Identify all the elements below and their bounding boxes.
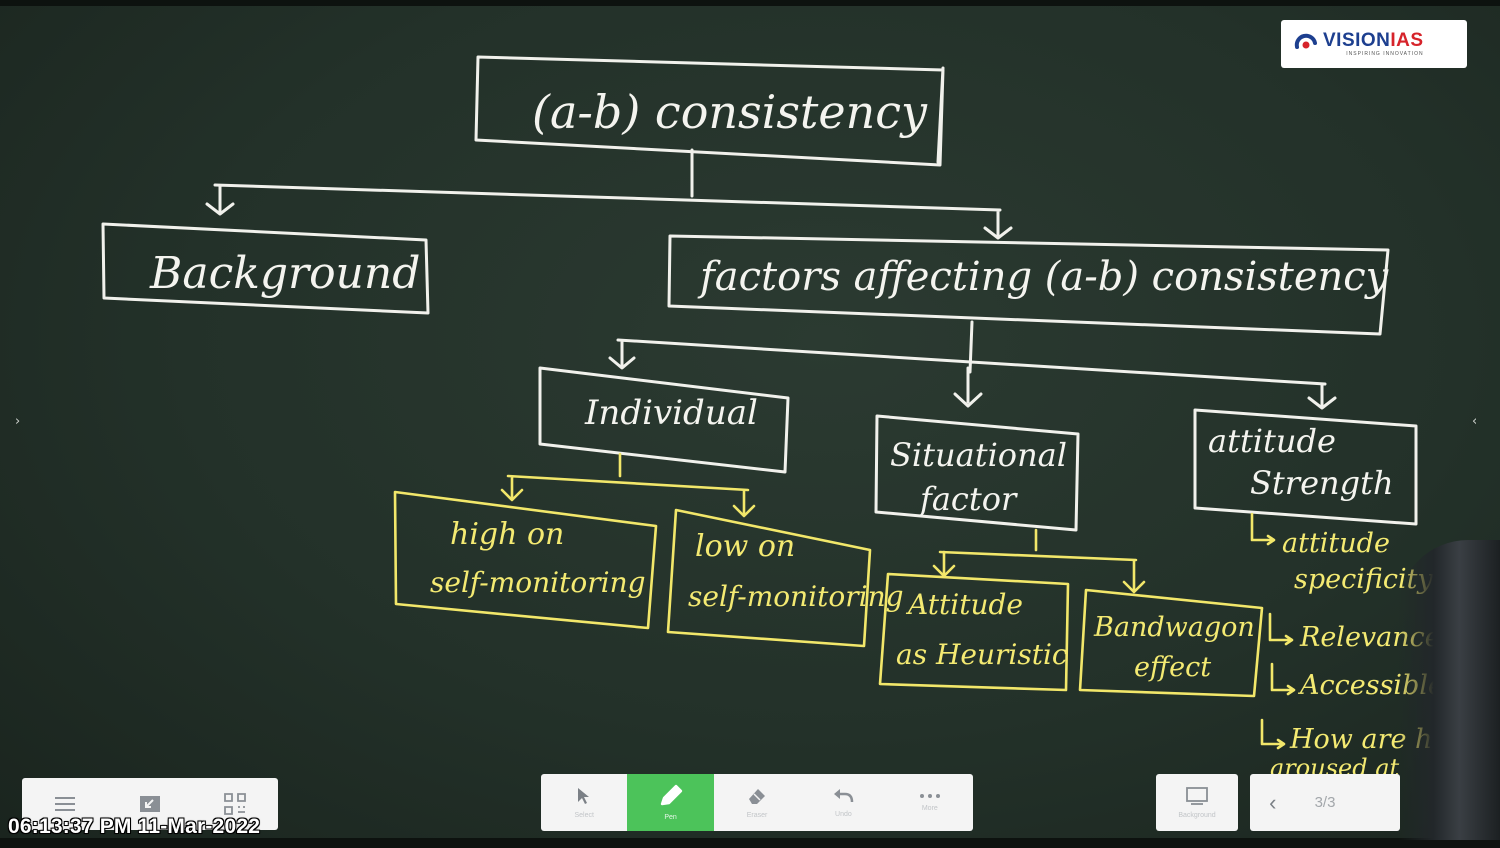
pen-icon [660,784,682,806]
strength-line1: attitude [1208,422,1336,460]
background-caption: Background [1178,812,1216,819]
root-box [474,55,945,167]
low-line2: self-monitoring [688,580,904,613]
strength-box [1193,408,1418,526]
strength-line2: Strength [1250,464,1394,502]
low-self-monitoring-box [666,508,872,648]
background-button[interactable]: Background [1156,774,1238,831]
root-label: (a-b) consistency [532,85,928,139]
menu-icon[interactable] [35,784,95,824]
screen-bezel-bottom [0,838,1500,848]
low-line1: low on [695,529,795,564]
eraser-tool-button[interactable]: Eraser [714,774,800,831]
pen-tool-caption: Pen [664,814,677,821]
individual-box [538,366,790,474]
bandwagon-box [1078,588,1264,698]
logo-swirl-icon [1293,31,1319,57]
factors-box [667,234,1390,336]
factors-label: factors affecting (a-b) consistency [697,254,1390,300]
page-navigation: ‹ 3/3 › [1250,774,1400,831]
undo-tool-button[interactable]: Undo [800,774,886,831]
logo-wordmark: VISIONIAS [1323,30,1424,51]
factors-connector [608,320,1337,410]
situational-line2: factor [918,480,1018,518]
presenter-silhouette [1398,540,1500,840]
cursor-icon [578,788,590,804]
screen-bezel-top [0,0,1500,6]
undo-icon [834,789,854,803]
select-tool-caption: Select [574,812,594,819]
high-line1: high on [450,517,564,552]
qr-code-icon[interactable] [205,784,265,824]
situational-box [874,414,1080,532]
next-panel-arrow-icon[interactable]: ‹ [1472,414,1478,429]
vision-ias-logo: VISIONIAS INSPIRING INNOVATION [1281,20,1467,68]
minimize-icon[interactable] [120,784,180,824]
drawing-tools-toolbar: Select Pen Eraser Undo More [541,774,973,831]
eraser-icon [749,789,766,804]
eraser-tool-caption: Eraser [746,812,768,819]
high-self-monitoring-box [393,490,658,630]
logo-tagline: INSPIRING INNOVATION [1346,51,1424,57]
previous-page-chevron-icon[interactable]: ‹ [1269,789,1277,815]
select-tool-button[interactable]: Select [541,774,627,831]
more-tools-caption: More [921,805,938,812]
bandwagon-line1: Bandwagon [1093,612,1255,643]
individual-connector [500,452,756,518]
individual-label: Individual [584,393,758,433]
more-icon [919,794,940,798]
prev-panel-arrow-icon[interactable]: › [15,414,21,429]
undo-tool-caption: Undo [835,811,852,818]
more-tools-button[interactable]: More [887,774,973,831]
pen-tool-button[interactable]: Pen [627,774,714,831]
strength-item: attitude [1282,528,1390,559]
root-connector [205,148,1013,240]
high-line2: self-monitoring [430,566,646,599]
situational-line1: Situational [890,436,1067,474]
background-box [101,222,430,315]
heuristic-line1: Attitude [905,588,1023,621]
page-indicator: 3/3 [1314,794,1336,811]
heuristic-box [878,572,1070,692]
monitor-icon [1186,787,1208,805]
background-label: Background [149,248,420,299]
heuristic-line2: as Heuristic [896,638,1068,671]
board-menu-toolbar [22,778,278,830]
bandwagon-line2: effect [1134,652,1211,683]
recording-timestamp: 06:13:37 PM 11-Mar-2022 [8,815,261,838]
